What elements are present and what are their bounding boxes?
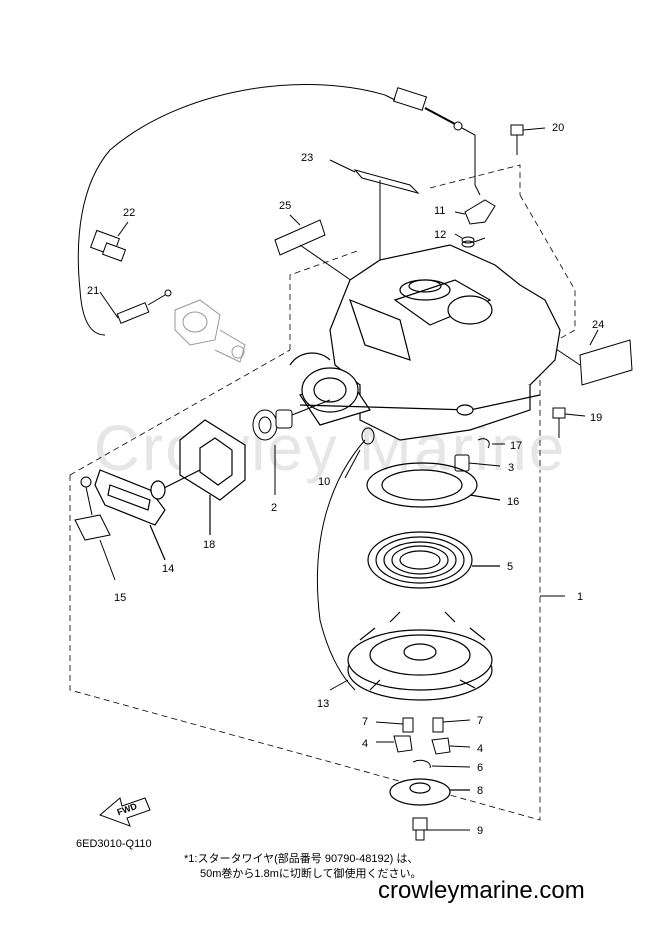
callout-4b: 4: [477, 743, 483, 755]
callout-4a: 4: [362, 738, 368, 750]
clamp-22: [90, 221, 129, 262]
callout-21: 21: [87, 285, 99, 297]
site-url[interactable]: crowleymarine.com: [378, 877, 585, 904]
spiral-spring-5: [367, 531, 500, 589]
lever-11: [454, 199, 496, 225]
carburetor-linkage: [174, 299, 246, 363]
callout-23: 23: [301, 152, 313, 164]
diagram-code: 6ED3010-Q110: [76, 838, 152, 850]
callout-25: 25: [279, 200, 291, 212]
callout-8: 8: [477, 785, 483, 797]
starter-rope: [316, 427, 375, 691]
callout-7b: 7: [477, 715, 483, 727]
note-line-1: *1:スタータワイヤ(部品番号 90790-48192) は、: [184, 851, 418, 865]
callout-12: 12: [434, 229, 446, 241]
callout-18: 18: [203, 539, 215, 551]
plate-16: [366, 462, 501, 508]
assembly-boundary: [69, 164, 576, 821]
callout-labels: 1 2 3 4 4 5 6 7 7 8 9 10 11 12 13 14 15 …: [87, 122, 604, 837]
tag-15: [74, 476, 116, 581]
callout-22: 22: [123, 207, 135, 219]
starter-handle-14: [94, 469, 201, 561]
rope-guide-18: [179, 419, 246, 535]
callout-16: 16: [507, 496, 519, 508]
cable-end-21: [99, 289, 172, 324]
pulley-drum-13: [347, 611, 493, 701]
callout-1: 1: [577, 591, 583, 603]
bolt-20: [510, 124, 546, 155]
callout-3: 3: [508, 462, 514, 474]
pawl-4b: [431, 737, 471, 755]
clip-6: [412, 759, 471, 769]
callout-7a: 7: [362, 716, 368, 728]
callout-17: 17: [510, 440, 522, 452]
callout-9: 9: [477, 825, 483, 837]
spring-12: [454, 233, 486, 248]
note-line-2: 50m巻から1.8mに切断して御使用ください。: [200, 866, 422, 880]
bushing-3: [454, 454, 501, 472]
starter-cable: [77, 83, 481, 336]
decal-24: [549, 329, 633, 386]
fwd-arrow-icon: FWD: [99, 797, 151, 827]
callout-20: 20: [552, 122, 564, 134]
starter-housing: [289, 244, 561, 441]
grommet-2: [252, 399, 331, 495]
callout-11: 11: [434, 205, 445, 217]
callout-5: 5: [507, 561, 513, 573]
callout-14: 14: [162, 563, 174, 575]
pawl-4a: [376, 735, 413, 753]
callout-10: 10: [318, 476, 330, 488]
callout-24: 24: [592, 319, 604, 331]
bolt-19: [552, 407, 586, 438]
clip-17: [477, 438, 505, 449]
callout-2: 2: [271, 502, 277, 514]
spring-7a: [375, 717, 414, 733]
callout-6: 6: [477, 762, 483, 774]
callout-13: 13: [317, 698, 329, 710]
watermark-text: Crowley Marine: [94, 412, 567, 484]
drive-plate-8: [389, 778, 470, 806]
callout-15: 15: [114, 592, 126, 604]
spring-7b: [432, 717, 471, 733]
callout-19: 19: [590, 412, 602, 424]
bolt-9: [412, 817, 470, 841]
